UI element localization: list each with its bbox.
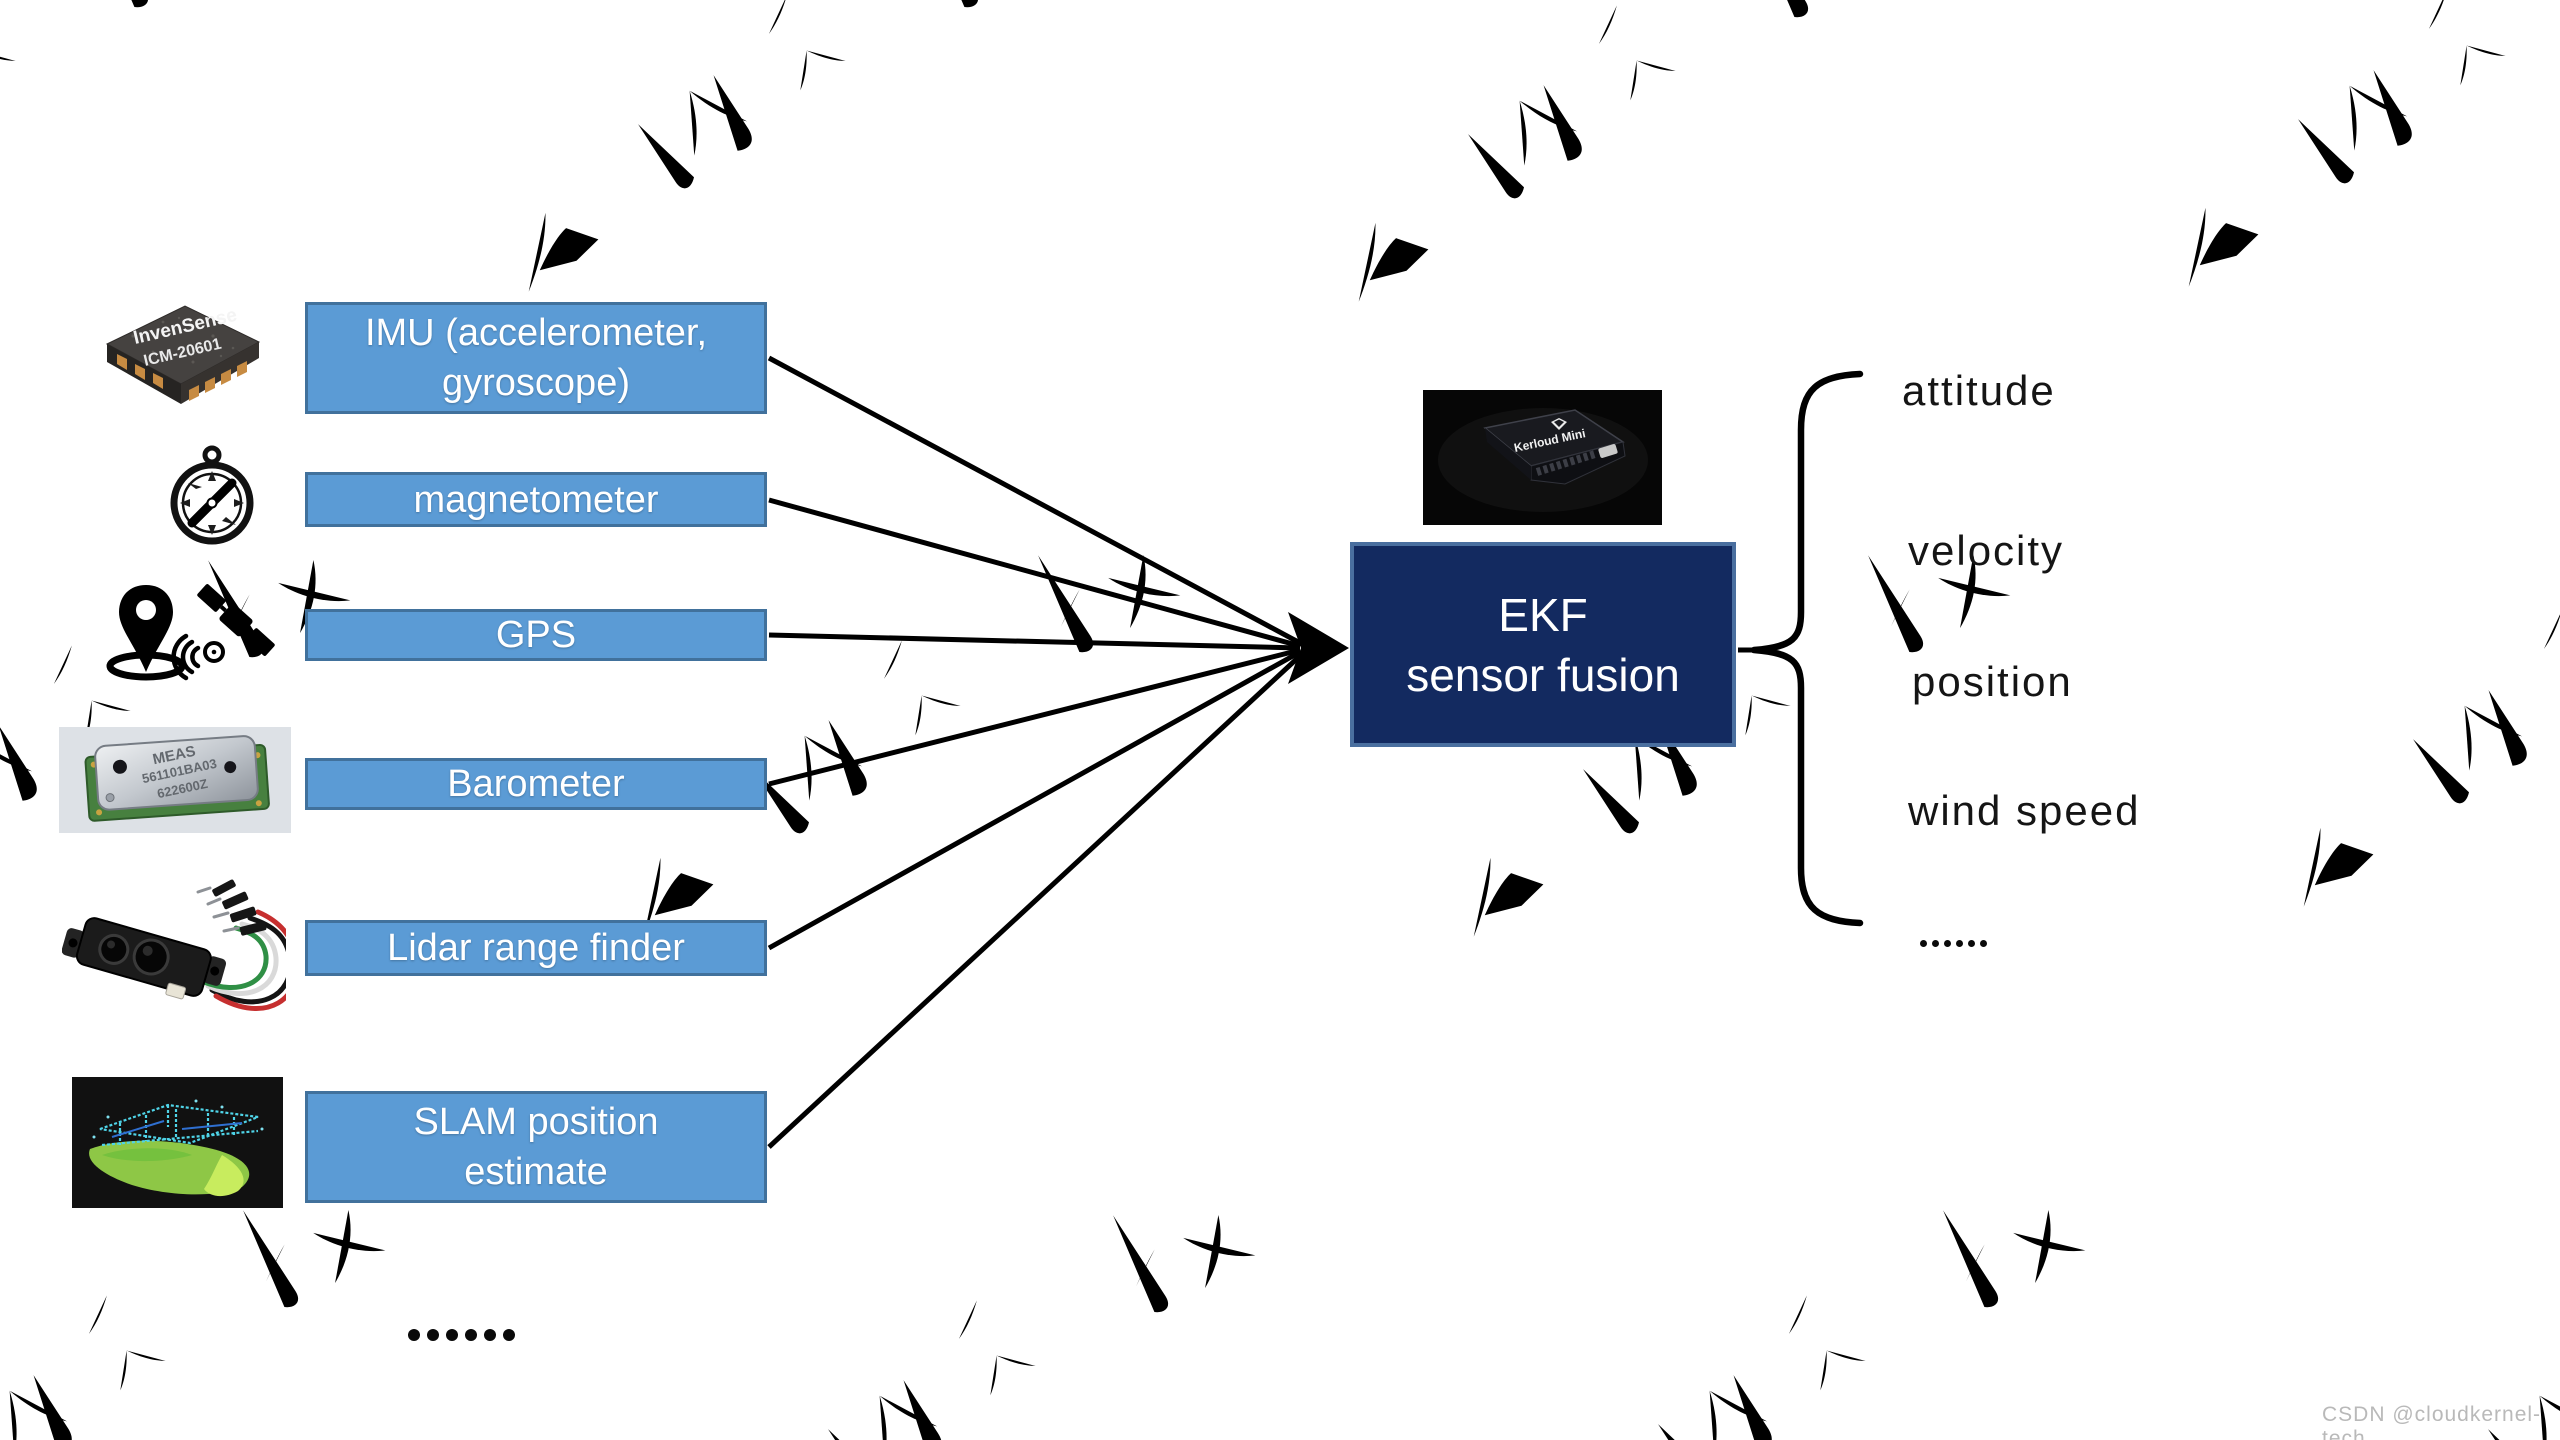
watermark-text: [454, 0, 1068, 307]
watermark-text: [1284, 0, 1898, 317]
csdn-attribution-watermark: CSDN @cloudkernel-tech: [2322, 1403, 2542, 1440]
sensor-box-imu-line2: gyroscope): [442, 362, 630, 404]
sensor-box-magnetometer-label: magnetometer: [413, 478, 659, 521]
sensor-box-gps: GPS: [305, 609, 767, 661]
compass-icon: [170, 445, 254, 545]
watermark-text: [569, 498, 1183, 952]
sensor-box-lidar: Lidar range finder: [305, 920, 767, 976]
output-position: position: [1912, 658, 2073, 705]
watermark-text: [2114, 0, 2560, 302]
sensor-box-gps-label: GPS: [495, 614, 577, 656]
sensor-box-imu-line1: IMU (accelerometer,: [364, 312, 708, 354]
watermark-text: [2229, 468, 2560, 922]
output-velocity: velocity: [1908, 527, 2065, 574]
gps-pin-satellite-icon: [106, 584, 275, 681]
ekf-fusion-box: EKF sensor fusion: [1350, 542, 1736, 747]
sensor-box-lidar-label: Lidar range finder: [387, 927, 685, 969]
sensor-box-barometer-label: Barometer: [447, 763, 625, 805]
arrowhead: [1288, 612, 1349, 684]
more-sensors-ellipsis: [408, 1329, 522, 1341]
watermark-text: [1474, 1153, 2088, 1440]
ekf-title-line1: EKF: [1498, 588, 1588, 641]
output-wind-speed: wind speed: [1908, 787, 2141, 834]
output-attitude: attitude: [1902, 367, 2056, 414]
barometer-sensor-image: MEAS 561101BA03 622600Z: [59, 727, 291, 833]
watermark-text: [2304, 1158, 2560, 1440]
more-outputs-ellipsis: [1920, 940, 1992, 947]
kerloud-mini-autopilot-image: Kerloud Mini: [1423, 390, 1662, 525]
sensor-box-magnetometer: magnetometer: [305, 472, 767, 527]
slam-pointcloud-image: [72, 1077, 283, 1208]
output-brace: [1750, 370, 1864, 927]
sensor-box-barometer: Barometer: [305, 758, 767, 810]
sensor-box-imu: IMU (accelerometer, gyroscope): [305, 302, 767, 414]
imu-chip-image: InvenSense ICM-20601: [105, 305, 261, 404]
sensor-box-slam-line2: estimate: [464, 1151, 608, 1193]
ekf-title-line2: sensor fusion: [1406, 648, 1680, 701]
sensor-box-slam-line1: SLAM position: [413, 1101, 659, 1143]
sensor-box-slam: SLAM position estimate: [305, 1091, 767, 1203]
lidar-rangefinder-image: [62, 879, 286, 1011]
